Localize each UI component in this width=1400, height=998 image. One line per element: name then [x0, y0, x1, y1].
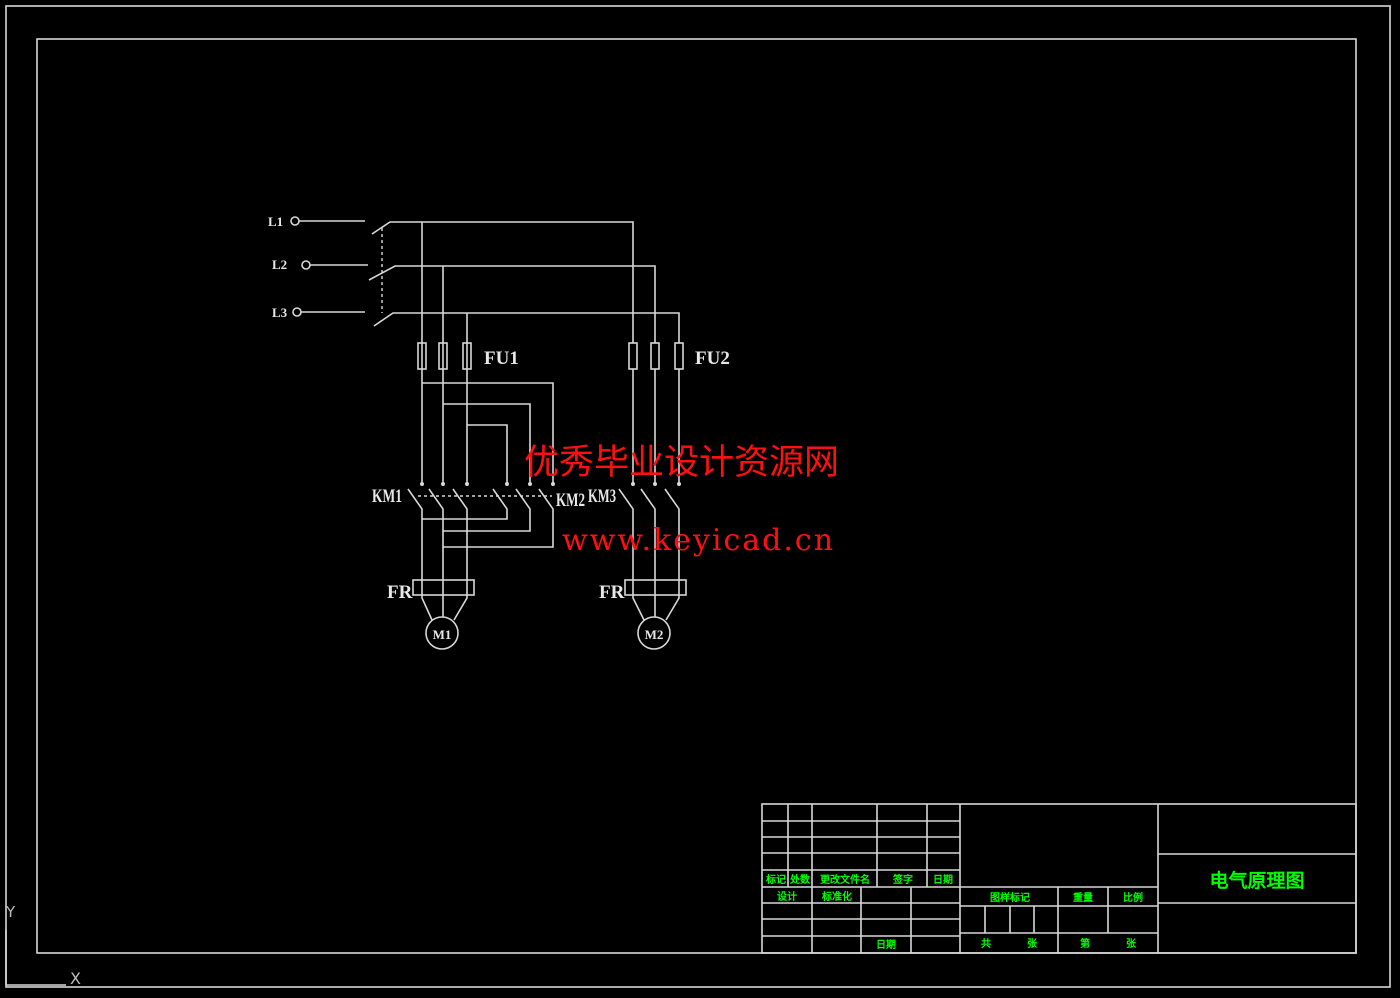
label-km3: KM3 — [588, 486, 616, 507]
label-design: 设计 — [777, 890, 797, 903]
title-block: 标记 处数 更改文件名 签字 日期 设计 标准化 日期 图样标记 重量 比例 共… — [761, 803, 1357, 954]
ucs-y-label: Y — [5, 903, 16, 921]
label-sheet: 张 — [1126, 937, 1137, 950]
label-m1: M1 — [433, 627, 452, 642]
label-sheet-no: 第 — [1080, 937, 1090, 950]
header-mark: 标记 — [765, 873, 786, 886]
label-fr1: FR — [387, 582, 413, 603]
label-drawing-mark: 图样标记 — [990, 891, 1030, 904]
label-fu1: FU1 — [484, 348, 519, 369]
header-date: 日期 — [933, 873, 953, 886]
power-inputs: L1 L2 L3 — [268, 214, 680, 343]
label-km2: KM2 — [556, 490, 585, 511]
terminal-l3 — [292, 307, 302, 317]
label-weight: 重量 — [1073, 891, 1093, 904]
watermark-url: www.keyicad.cn — [562, 523, 835, 558]
label-total: 共 — [981, 937, 991, 950]
label-fu2: FU2 — [695, 348, 730, 369]
label-fr2: FR — [599, 582, 625, 603]
terminal-l1 — [290, 216, 300, 226]
label-l2: L2 — [272, 257, 287, 272]
motor-2: FR M2 — [599, 579, 687, 650]
header-signature: 签字 — [892, 873, 913, 886]
motor-1: FR M1 — [387, 579, 475, 650]
ucs-x-label: X — [70, 969, 81, 988]
outer-frame — [5, 5, 1391, 988]
label-km1: KM1 — [372, 486, 402, 507]
watermark-title: 优秀毕业设计资源网 — [524, 443, 839, 483]
wiring: KM1 KM2 KM3 — [372, 222, 681, 580]
label-l3: L3 — [272, 305, 288, 320]
header-change-file: 更改文件名 — [820, 873, 870, 886]
label-sheets: 张 — [1027, 937, 1038, 950]
terminal-l2 — [301, 260, 311, 270]
fuses: FU1 FU2 — [417, 342, 730, 370]
inner-frame — [36, 38, 1357, 954]
label-scale: 比例 — [1123, 891, 1143, 904]
ucs-icon: Y X — [5, 903, 81, 988]
label-standard: 标准化 — [821, 890, 852, 903]
label-date: 日期 — [876, 938, 896, 951]
label-l1: L1 — [268, 214, 283, 229]
header-count: 处数 — [789, 873, 811, 886]
drawing-title: 电气原理图 — [1209, 869, 1304, 892]
label-m2: M2 — [645, 627, 664, 642]
